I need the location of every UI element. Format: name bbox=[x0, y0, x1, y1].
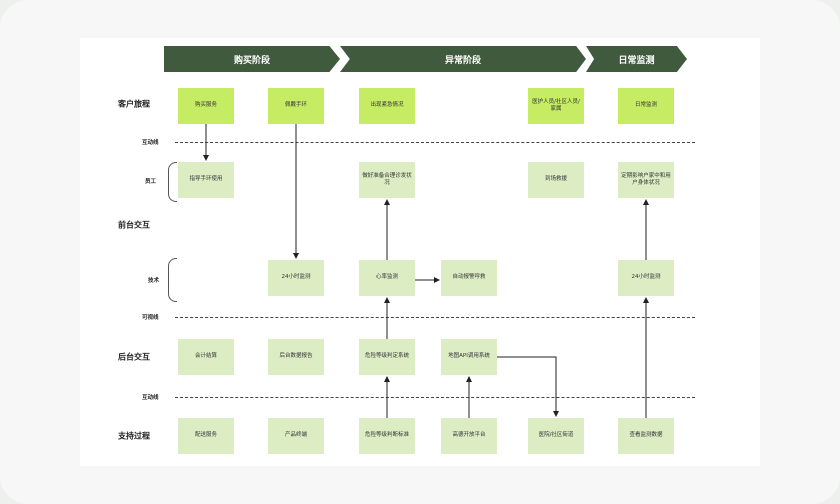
node-staff-rescue: 到场救援 bbox=[528, 162, 584, 198]
visibility-line-divider bbox=[175, 317, 695, 318]
node-staff-visit: 定期影响户家中和用户身体状况 bbox=[618, 162, 674, 198]
node-tech-alarm: 自动报警呼救 bbox=[441, 260, 497, 296]
node-journey-wear: 佩戴手环 bbox=[268, 88, 324, 124]
node-support-data: 查看监测数据 bbox=[618, 418, 674, 454]
phase-label: 异常阶段 bbox=[444, 55, 481, 66]
arrow-api-to-hospital bbox=[497, 356, 559, 417]
node-staff-prepare: 做好准备合理诊发状况 bbox=[359, 162, 415, 198]
node-staff-guide: 指导手环使用 bbox=[178, 162, 234, 198]
node-back-report: 后台数据报告 bbox=[268, 339, 324, 375]
node-tech-monitor: 24小时监测 bbox=[268, 260, 324, 296]
node-support-delivery: 配送服务 bbox=[178, 418, 234, 454]
node-journey-emergency: 出现紧急情况 bbox=[359, 88, 415, 124]
brace-tech bbox=[168, 258, 177, 302]
node-back-accounting: 会计结算 bbox=[178, 339, 234, 375]
node-tech-monitor-daily: 24小时监测 bbox=[618, 260, 674, 296]
node-journey-purchase: 购买服务 bbox=[178, 88, 234, 124]
row-label-journey: 客户旅程 bbox=[118, 99, 150, 109]
row-label-interaction-2: 互动线 bbox=[142, 395, 159, 401]
row-label-staff: 员工 bbox=[145, 179, 157, 185]
row-label-backstage: 后台交互 bbox=[118, 352, 150, 362]
node-support-amap: 高德开放平台 bbox=[441, 418, 497, 454]
interaction-line-divider bbox=[175, 142, 695, 143]
node-support-hospital: 医院/社区街道 bbox=[528, 418, 584, 454]
phase-anomaly: 异常阶段 bbox=[340, 46, 586, 72]
node-support-terminal: 产品终端 bbox=[268, 418, 324, 454]
brace-staff bbox=[168, 162, 177, 202]
node-journey-responders: 医护人员/社区人员/家属 bbox=[528, 88, 584, 124]
node-support-risk-standard: 危险等级判断标准 bbox=[359, 418, 415, 454]
phase-monitoring: 日常监测 bbox=[586, 46, 687, 72]
node-back-risk-system: 危险等级判定系统 bbox=[359, 339, 415, 375]
row-label-visibility: 可视线 bbox=[142, 315, 159, 321]
row-label-frontstage: 前台交互 bbox=[118, 220, 150, 230]
row-label-support: 支持过程 bbox=[118, 431, 150, 441]
node-tech-heart: 心率监测 bbox=[359, 260, 415, 296]
interaction-line-divider bbox=[175, 397, 695, 398]
row-label-tech: 技术 bbox=[148, 278, 160, 284]
node-journey-daily: 日常监测 bbox=[618, 88, 674, 124]
node-back-map-api: 地图API调用系统 bbox=[441, 339, 497, 375]
phase-label: 购买阶段 bbox=[233, 55, 270, 66]
phase-label: 日常监测 bbox=[618, 55, 655, 66]
row-label-interaction-1: 互动线 bbox=[142, 140, 159, 146]
phase-purchase: 购买阶段 bbox=[164, 46, 340, 72]
